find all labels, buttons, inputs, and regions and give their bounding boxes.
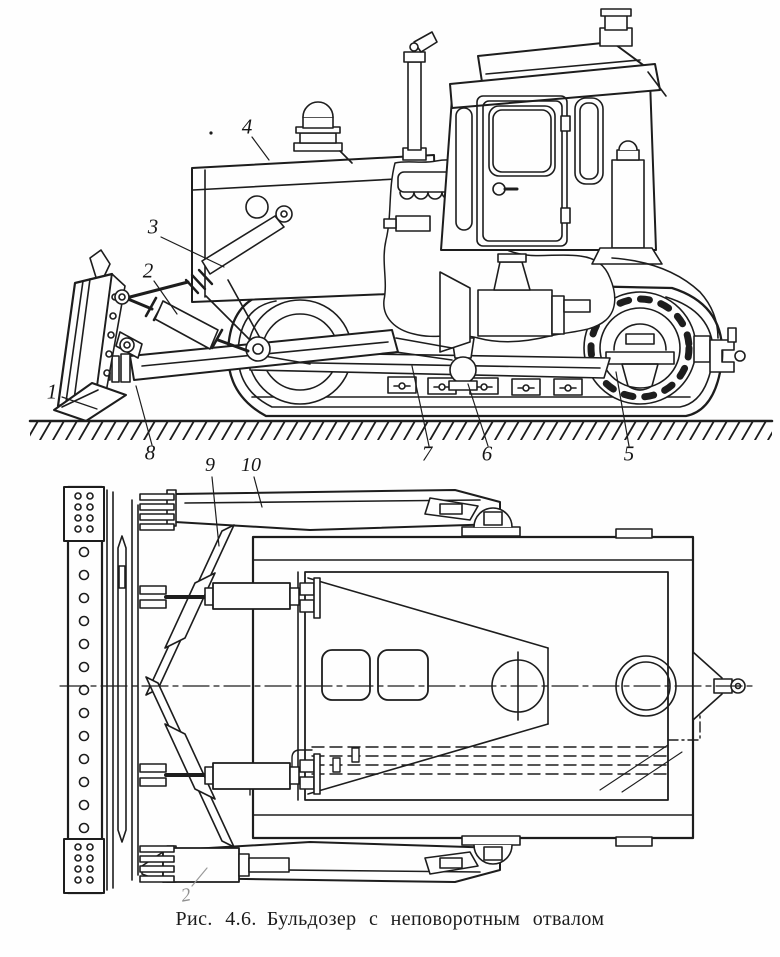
callout-3: 3 [147,214,159,239]
plan-tilt-cylinder-bottom [139,753,321,795]
callout-4: 4 [241,114,253,139]
callout-10: 10 [241,454,261,476]
figure-caption: Рис. 4.6. Бульдозер с неповоротным отвало… [0,908,780,931]
cab [440,8,667,251]
callout-5: 5 [623,441,635,466]
blade-linkage [53,205,453,422]
plan-tractor-body [249,528,746,847]
fuel-tank [591,140,663,265]
deck-hatch-left [321,649,371,701]
side-view [28,8,774,447]
tractor-body [191,8,746,373]
callout-6: 6 [481,441,493,466]
rear-window [574,97,604,185]
plan-blade-bolt-holes [74,492,94,884]
plan-tilt-cylinder-top [139,577,321,619]
plan-diagonal-brace-bottom [145,676,235,848]
lift-cylinder [128,205,293,299]
callout-leaders-side [61,136,630,447]
stray-dot [209,131,213,135]
plan-blade-hinges [139,493,175,883]
front-links [205,279,311,365]
callout-leaders-plan [191,476,263,887]
callout-1: 1 [46,379,58,404]
rear-hitch [693,327,746,373]
ground [28,419,774,440]
callout-8: 8 [144,440,156,465]
callout-9: 9 [205,454,215,476]
plan-push-beam-top [166,489,521,537]
plan-diagonal-brace-top [145,524,235,696]
cutting-edge [53,382,127,422]
plan-blade [63,485,175,895]
plan-view [59,476,757,895]
front-window [455,107,473,231]
cab-door [476,95,571,247]
air-cleaner [293,101,353,164]
blade [53,249,135,422]
callout-7: 7 [421,441,433,466]
door-window [488,105,556,177]
rear-fender [611,257,719,339]
caption-title: Бульдозер с неповоротным отвалом [266,908,605,930]
callout-2: 2 [142,258,154,283]
caption-label: Рис. 4.6. [175,908,257,930]
exhaust-pipe [402,31,438,161]
roof-stack [599,8,633,47]
transmission [439,253,591,353]
deck-hatch-right [377,649,429,701]
